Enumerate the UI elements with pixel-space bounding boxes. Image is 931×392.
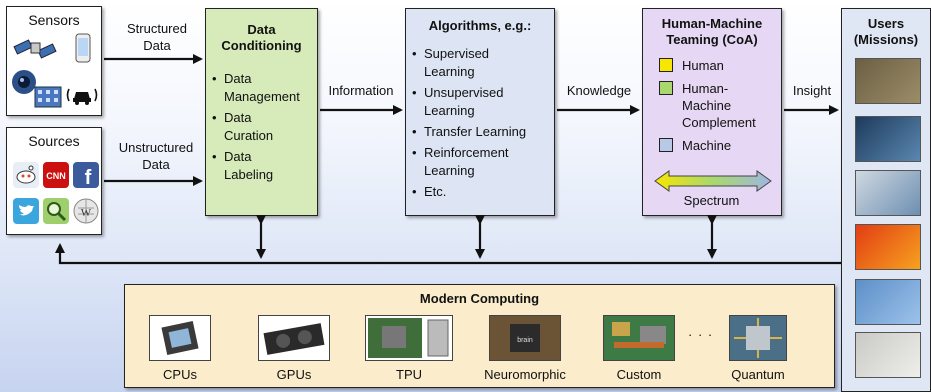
cpu-chip-icon	[149, 315, 211, 361]
chip-label-custom: Custom	[616, 367, 662, 382]
modern-computing-title: Modern Computing	[419, 291, 540, 306]
users-title: Users (Missions)	[842, 16, 930, 48]
teaming-title: Human-Machine Teaming (CoA)	[643, 16, 781, 48]
modern-computing-box: Modern Computing CPUs GPUs TPU brain Neu…	[124, 284, 835, 388]
drone-photo-icon	[855, 279, 921, 325]
spectrum-label: Spectrum	[683, 193, 740, 208]
teaming-title-line2: Teaming (CoA)	[666, 32, 758, 47]
svg-text:W: W	[81, 207, 92, 219]
phone-icon	[75, 33, 91, 63]
chip-label-gpus: GPUs	[276, 367, 312, 382]
cnn-icon: CNN	[43, 162, 69, 188]
data-conditioning-title: Data Conditioning	[206, 22, 317, 54]
heatmap-photo-icon	[855, 224, 921, 270]
teaming-title-line1: Human-Machine	[661, 16, 763, 31]
facebook-icon: f	[73, 162, 99, 188]
structured-data-label: Structured Data	[112, 20, 202, 54]
insight-label: Insight	[792, 83, 832, 98]
svg-text:f: f	[85, 167, 92, 188]
neuromorphic-chip-icon: brain	[489, 315, 561, 361]
unstructured-data-line2: Data	[142, 157, 170, 172]
list-item: Etc.	[406, 183, 554, 201]
svg-text:CNN: CNN	[46, 171, 66, 181]
chip-label-cpus: CPUs	[163, 367, 197, 382]
sources-box: Sources CNN f W	[6, 127, 102, 235]
camera-icon	[12, 70, 36, 94]
structured-data-line2: Data	[143, 38, 171, 53]
building-icon	[34, 86, 62, 108]
users-title-line2: (Missions)	[853, 32, 919, 47]
custom-board-icon	[603, 315, 675, 361]
users-box: Users (Missions)	[841, 8, 931, 392]
tpu-board-icon	[365, 315, 453, 361]
knowledge-label: Knowledge	[566, 83, 632, 98]
reddit-icon	[13, 162, 39, 188]
sensors-box: Sensors	[6, 6, 102, 116]
list-item: Transfer Learning	[406, 123, 554, 141]
operations-center-photo-icon	[855, 116, 921, 162]
quantum-chip-icon	[729, 315, 787, 361]
chip-label-tpu: TPU	[396, 367, 422, 382]
soldiers-photo-icon	[855, 58, 921, 104]
complement-swatch	[659, 81, 673, 95]
sources-title: Sources	[28, 133, 80, 149]
twitter-icon	[13, 198, 39, 224]
unstructured-data-label: Unstructured Data	[108, 139, 204, 173]
spectrum-double-arrow-icon	[654, 170, 772, 192]
legend-machine: Machine	[659, 137, 781, 154]
satellite-icon	[13, 39, 57, 59]
gpu-card-icon	[258, 315, 330, 361]
sensors-title: Sensors	[28, 12, 80, 28]
more-items-ellipsis: · · ·	[688, 327, 714, 342]
magnifier-icon	[43, 198, 69, 224]
users-title-line1: Users	[867, 16, 905, 31]
feedback-loop-line	[55, 243, 841, 265]
chip-label-neuromorphic: Neuromorphic	[484, 367, 566, 382]
machine-swatch	[659, 138, 673, 152]
information-label: Information	[328, 83, 394, 98]
wikipedia-icon: W	[73, 198, 99, 224]
data-conditioning-title-line1: Data	[247, 22, 276, 37]
legend-human: Human	[659, 57, 781, 74]
chip-label-quantum: Quantum	[731, 367, 785, 382]
human-swatch	[659, 58, 673, 72]
unstructured-data-line1: Unstructured	[118, 140, 194, 155]
medical-photo-icon	[855, 170, 921, 216]
teaming-box: Human-Machine Teaming (CoA) Human Human-…	[642, 8, 782, 216]
connected-car-icon	[66, 88, 98, 105]
structured-data-line1: Structured	[127, 21, 187, 36]
svg-text:brain: brain	[517, 337, 533, 344]
self-driving-car-photo-icon	[855, 332, 921, 378]
algorithms-title: Algorithms, e.g.:	[428, 18, 532, 33]
data-conditioning-title-line2: Conditioning	[221, 38, 302, 53]
